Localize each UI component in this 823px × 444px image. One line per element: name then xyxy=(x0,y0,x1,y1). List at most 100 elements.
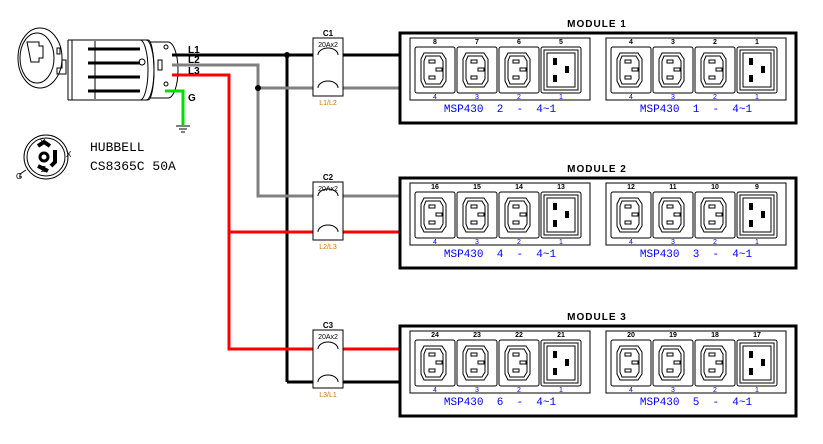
outlet-housing xyxy=(540,191,582,239)
c13-socket-icon xyxy=(462,52,489,88)
plug-model: CS8365C 50A xyxy=(90,159,176,174)
c13-socket-icon xyxy=(504,197,531,233)
c13-socket-icon xyxy=(462,345,489,381)
wire-ground xyxy=(165,89,185,125)
outlet-20: 20 4 xyxy=(610,332,652,394)
pdu-unit-frame xyxy=(409,37,591,101)
c19-socket-icon xyxy=(543,194,579,236)
outlet-index: 4 xyxy=(629,387,633,394)
breaker-phases: L2/L3 xyxy=(319,244,337,251)
outlet-index: 3 xyxy=(475,387,479,394)
outlet-number: 8 xyxy=(433,39,437,46)
wire-l1 xyxy=(172,53,400,384)
outlet-number: 1 xyxy=(755,39,759,46)
outlet-index: 3 xyxy=(475,94,479,101)
outlet-index: 1 xyxy=(755,94,759,101)
c13-socket-icon xyxy=(616,345,643,381)
wire-label-l3: L3 xyxy=(188,66,200,77)
outlet-4: 44 xyxy=(610,39,652,101)
outlet-2: 22 xyxy=(694,39,736,101)
breaker-contact-icon xyxy=(317,224,339,233)
c13-socket-icon xyxy=(420,345,447,381)
outlet-7: 73 xyxy=(456,39,498,101)
c13-socket-icon xyxy=(658,52,685,88)
outlet-index: 3 xyxy=(671,94,675,101)
breaker-name: C3 xyxy=(323,321,334,330)
outlet-number: 24 xyxy=(431,332,439,339)
outlet-index: 2 xyxy=(517,94,521,101)
wire-l3 xyxy=(172,73,400,351)
pdu-unit-frame xyxy=(409,182,591,246)
outlet-number: 3 xyxy=(671,39,675,46)
ground-symbol-icon xyxy=(176,125,190,133)
breaker-body xyxy=(312,329,344,389)
c13-socket-icon xyxy=(504,345,531,381)
breaker-contact-icon xyxy=(317,47,339,56)
junction-dot xyxy=(284,52,290,58)
outlet-number: 4 xyxy=(629,39,633,46)
outlet-15: 153 xyxy=(456,184,498,246)
outlet-10: 102 xyxy=(694,184,736,246)
outlet-number: 18 xyxy=(711,332,719,339)
breaker-contact-icon xyxy=(317,188,339,197)
wire-label-l1: L1 xyxy=(188,45,200,56)
outlet-index: 4 xyxy=(433,239,437,246)
outlet-number: 13 xyxy=(557,184,565,191)
c13-socket-icon xyxy=(658,345,685,381)
plug-side-icon xyxy=(17,27,179,101)
outlet-index: 2 xyxy=(713,239,717,246)
outlet-index: 1 xyxy=(755,387,759,394)
wire-label-l2: L2 xyxy=(188,55,200,66)
c13-socket-icon xyxy=(420,52,447,88)
outlet-12: 124 xyxy=(610,184,652,246)
outlet-number: 5 xyxy=(559,39,563,46)
outlet-index: 4 xyxy=(433,387,437,394)
breaker-contact-icon xyxy=(317,80,339,89)
pdu-unit-frame xyxy=(605,37,787,101)
outlet-3: 33 xyxy=(652,39,694,101)
c19-socket-icon xyxy=(543,49,579,91)
pdu-unit-caption: MSP430 6 - 4~1 xyxy=(444,397,557,409)
outlet-index: 2 xyxy=(517,387,521,394)
outlet-number: 20 xyxy=(627,332,635,339)
c19-socket-icon xyxy=(739,49,775,91)
outlet-9: 91 xyxy=(736,184,778,246)
outlet-22: 222 xyxy=(498,332,540,394)
wire-label-g: G xyxy=(188,93,196,104)
outlet-14: 142 xyxy=(498,184,540,246)
pin-x-label: X xyxy=(66,150,72,159)
c19-socket-icon xyxy=(543,342,579,384)
outlet-11: 113 xyxy=(652,184,694,246)
outlet-21: 21 1 xyxy=(540,332,582,394)
outlet-number: 21 xyxy=(557,332,565,339)
module-title: MODULE 1 xyxy=(567,19,627,30)
outlet-index: 1 xyxy=(559,387,563,394)
outlet-18: 182 xyxy=(694,332,736,394)
pdu-unit-caption: MSP430 2 - 4~1 xyxy=(444,104,557,116)
outlet-23: 233 xyxy=(456,332,498,394)
pdu-unit-caption: MSP430 1 - 4~1 xyxy=(640,104,753,116)
pdu-unit-caption: MSP430 5 - 4~1 xyxy=(640,397,753,409)
pdu-unit-frame xyxy=(409,330,591,394)
wire-l2 xyxy=(172,63,400,198)
breaker-rating: 20Ax2 xyxy=(318,334,338,341)
outlet-index: 3 xyxy=(671,387,675,394)
pin-g-label: G xyxy=(16,172,22,181)
outlet-number: 6 xyxy=(517,39,521,46)
outlet-number: 11 xyxy=(669,184,677,191)
outlet-8: 84 xyxy=(414,39,456,101)
outlet-index: 3 xyxy=(475,239,479,246)
outlet-number: 9 xyxy=(755,184,759,191)
breaker-contact-icon xyxy=(317,374,339,383)
outlet-number: 14 xyxy=(515,184,523,191)
junction-dot xyxy=(255,85,261,91)
